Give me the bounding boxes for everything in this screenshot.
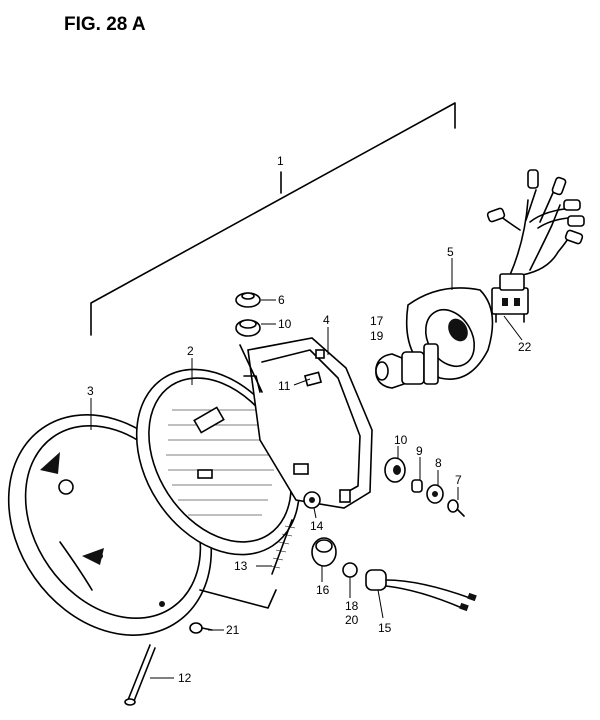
callout-3: 3 [87, 384, 94, 398]
collar [411, 479, 423, 493]
callout-10-top: 10 [278, 317, 292, 331]
grommet-top [235, 319, 261, 337]
figure-title: FIG. 28 A [64, 14, 146, 35]
headlight-housing [239, 337, 373, 509]
callout-12: 12 [178, 671, 192, 685]
callout-18: 18 [345, 599, 359, 613]
washer [426, 484, 444, 504]
adjusting-screw [199, 519, 296, 609]
callout-15: 15 [378, 621, 392, 635]
callout-8: 8 [435, 456, 442, 470]
headlight-bulb [375, 343, 439, 389]
callouts: 1 2 3 4 5 6 7 8 9 10 10 11 12 13 14 15 1… [87, 154, 532, 685]
bolt [447, 499, 465, 517]
callout-11: 11 [278, 379, 291, 393]
callout-16: 16 [316, 583, 330, 597]
callout-21: 21 [226, 623, 240, 637]
position-lamp-socket [365, 569, 477, 612]
grommet-lower [384, 457, 406, 483]
callout-14: 14 [310, 519, 324, 533]
wiring-harness [486, 169, 585, 323]
small-bulb [342, 562, 358, 578]
callout-19: 19 [370, 329, 384, 343]
rim-screw [189, 622, 213, 634]
callout-22: 22 [518, 340, 532, 354]
callout-7: 7 [455, 473, 462, 487]
rubber-cap [235, 292, 261, 308]
position-lamp-cap [311, 537, 337, 567]
callout-4: 4 [323, 313, 330, 327]
callout-10-lower: 10 [394, 433, 408, 447]
callout-1: 1 [277, 154, 284, 168]
callout-6: 6 [278, 293, 285, 307]
callout-20: 20 [345, 613, 359, 627]
nut [303, 491, 321, 509]
long-screw [124, 644, 156, 706]
assembly-bracket [90, 102, 456, 336]
callout-9: 9 [416, 444, 423, 458]
leader-lines [90, 258, 523, 679]
callout-17: 17 [370, 314, 384, 328]
callout-2: 2 [187, 344, 194, 358]
callout-5: 5 [447, 245, 454, 259]
callout-13: 13 [234, 559, 248, 573]
